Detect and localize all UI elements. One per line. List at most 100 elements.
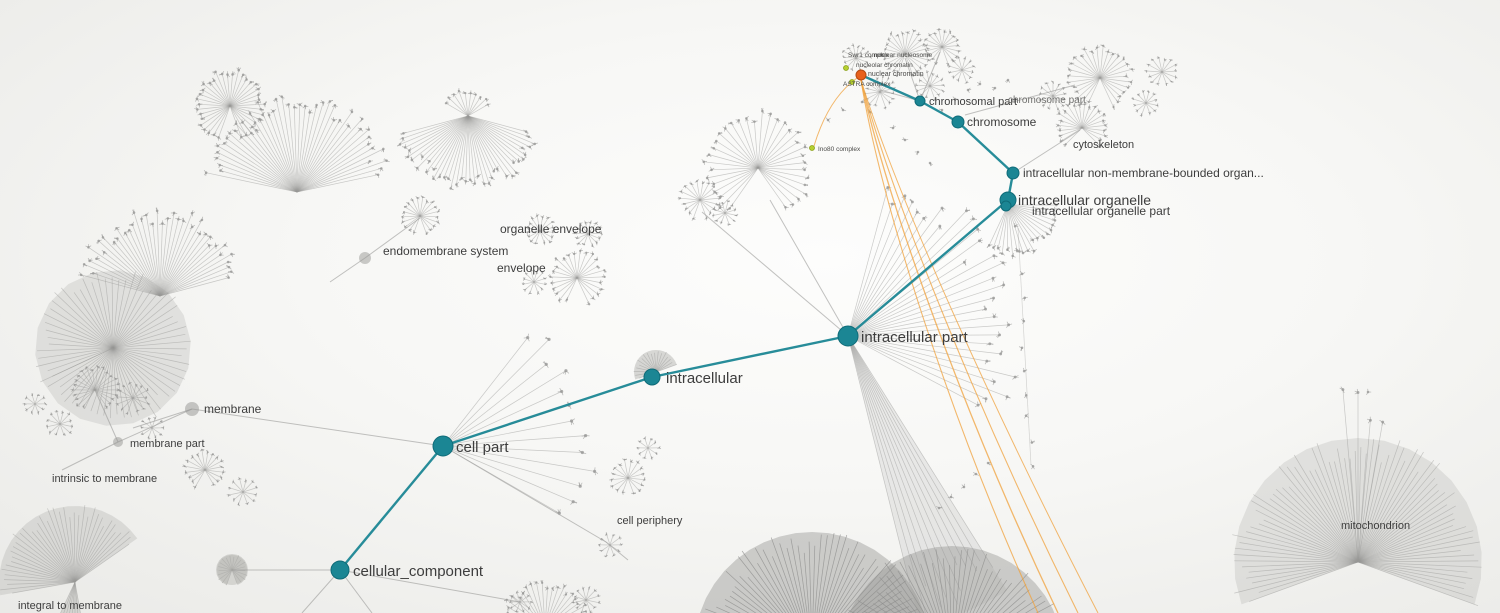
lime-node[interactable] bbox=[809, 145, 815, 151]
tip-glyph bbox=[1124, 62, 1131, 68]
tip-glyph bbox=[96, 239, 102, 245]
tip-glyph bbox=[977, 80, 982, 87]
tip-glyph bbox=[922, 43, 927, 47]
tip-glyph bbox=[213, 156, 220, 161]
highlight-edge bbox=[339, 445, 444, 571]
tip-glyph bbox=[883, 56, 887, 61]
tip-glyph bbox=[941, 89, 945, 93]
tip-glyph bbox=[1095, 44, 1100, 51]
tip-glyph bbox=[444, 100, 449, 105]
gray-edge bbox=[701, 211, 849, 337]
tip-glyph bbox=[517, 158, 522, 163]
tip-glyph bbox=[509, 605, 513, 609]
node-nucleosome_hub[interactable] bbox=[855, 69, 867, 81]
tip-glyph bbox=[938, 224, 942, 230]
cluster-fan bbox=[1131, 89, 1159, 118]
tip-glyph bbox=[1174, 75, 1178, 80]
tip-glyph bbox=[653, 440, 657, 445]
tip-glyph bbox=[706, 181, 710, 185]
tip-glyph bbox=[535, 213, 540, 218]
tip-glyph bbox=[273, 97, 278, 103]
tip-glyph bbox=[233, 120, 238, 126]
tip-glyph bbox=[1074, 90, 1080, 94]
node-chromosomal_part[interactable] bbox=[914, 95, 926, 107]
node-cellular_component[interactable] bbox=[330, 560, 350, 580]
tip-glyph bbox=[442, 175, 448, 181]
gray-edge bbox=[191, 408, 444, 447]
tip-glyph bbox=[713, 139, 718, 145]
node-cell_part[interactable] bbox=[432, 435, 454, 457]
tip-glyph bbox=[562, 369, 570, 375]
tip-glyph bbox=[551, 586, 555, 592]
lime-node[interactable] bbox=[843, 65, 849, 71]
tip-glyph bbox=[248, 110, 253, 117]
tip-glyph bbox=[885, 42, 890, 47]
tip-glyph bbox=[1156, 56, 1160, 60]
tip-glyph bbox=[1068, 62, 1075, 65]
tip-glyph bbox=[598, 235, 602, 241]
tip-glyph bbox=[220, 458, 224, 463]
tip-glyph bbox=[254, 485, 258, 489]
tip-glyph bbox=[1133, 103, 1136, 107]
tip-glyph bbox=[113, 377, 119, 380]
tip-glyph bbox=[1148, 111, 1152, 116]
node-chromosome[interactable] bbox=[951, 115, 965, 129]
tip-glyph bbox=[715, 202, 720, 206]
tip-glyph bbox=[864, 66, 867, 69]
tip-glyph bbox=[1062, 143, 1067, 148]
tip-glyph bbox=[70, 387, 74, 393]
tip-glyph bbox=[1110, 51, 1116, 56]
graph-label-8: cytoskeleton bbox=[1073, 139, 1134, 151]
graph-label-12: nuclear nucleosome bbox=[874, 52, 933, 59]
node-intracellular_organelle_part[interactable] bbox=[1000, 200, 1012, 212]
tip-glyph bbox=[1076, 103, 1083, 108]
tip-glyph bbox=[1169, 80, 1174, 83]
node-intracellular_part[interactable] bbox=[837, 325, 859, 347]
highlight-edge bbox=[651, 334, 849, 379]
tip-glyph bbox=[523, 584, 528, 590]
tip-glyph bbox=[41, 407, 45, 411]
tip-glyph bbox=[825, 117, 831, 123]
orange-edges-layer bbox=[813, 77, 1099, 613]
lime-node[interactable] bbox=[849, 79, 855, 85]
tip-glyph bbox=[285, 103, 290, 108]
node-intracellular_nmb_organelle[interactable] bbox=[1006, 166, 1020, 180]
tip-glyph bbox=[1020, 317, 1026, 325]
tip-glyph bbox=[400, 219, 405, 225]
tip-glyph bbox=[544, 585, 549, 591]
tip-glyph bbox=[996, 245, 1002, 251]
tip-glyph bbox=[708, 166, 715, 172]
tip-glyph bbox=[475, 173, 481, 180]
tip-glyph bbox=[554, 257, 559, 262]
tip-glyph bbox=[601, 274, 606, 278]
tip-glyph bbox=[67, 412, 71, 416]
tip-glyph bbox=[230, 252, 235, 258]
tip-glyph bbox=[408, 228, 412, 232]
tip-glyph bbox=[570, 592, 575, 597]
node-intracellular[interactable] bbox=[643, 368, 661, 386]
tip-glyph bbox=[619, 542, 624, 546]
tip-glyph bbox=[231, 129, 239, 133]
tip-glyph bbox=[951, 35, 956, 39]
tip-glyph bbox=[522, 288, 527, 292]
tip-glyph bbox=[431, 166, 437, 171]
tip-glyph bbox=[191, 478, 194, 484]
graph-label-2: envelope bbox=[497, 261, 546, 275]
tip-glyph bbox=[120, 407, 124, 412]
orange-edge bbox=[860, 79, 1059, 613]
tip-glyph bbox=[420, 153, 424, 161]
tip-glyph bbox=[244, 478, 247, 483]
tip-glyph bbox=[1072, 56, 1077, 61]
tip-glyph bbox=[228, 486, 232, 490]
graph-label-3: membrane bbox=[204, 402, 262, 416]
tip-glyph bbox=[425, 199, 429, 204]
tip-glyph bbox=[982, 305, 987, 311]
tip-glyph bbox=[436, 220, 440, 225]
tip-glyph bbox=[545, 336, 551, 341]
tip-glyph bbox=[912, 28, 917, 32]
tip-glyph bbox=[141, 419, 145, 423]
tip-glyph bbox=[615, 488, 620, 493]
tip-glyph bbox=[1125, 84, 1131, 89]
